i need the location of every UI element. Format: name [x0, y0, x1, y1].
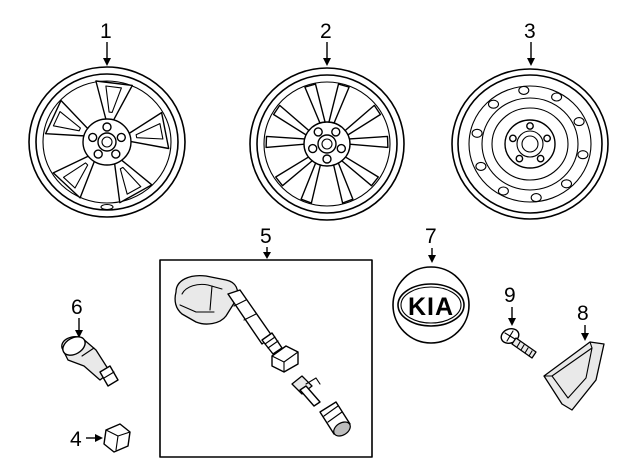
center-cap: KIA — [392, 266, 470, 344]
wheel-1-spoke-slot — [52, 111, 81, 132]
wheel-1-spoke — [113, 158, 153, 204]
wheel-3-vent-hole — [530, 193, 542, 203]
wheel-2-spoke — [328, 83, 350, 125]
wheel-2 — [249, 67, 405, 221]
wheel-2-spoke — [343, 104, 382, 137]
callout-4: 4 — [70, 428, 103, 451]
callout-label-2: 2 — [320, 20, 332, 43]
trim-piece — [543, 341, 605, 411]
wheel-3-lug-hole — [536, 154, 545, 163]
wheel-3-vent-hole — [497, 186, 509, 196]
wheel-1-lug-hole — [116, 132, 127, 143]
wheel-2-spoke — [304, 83, 326, 125]
wheel-1-spoke-slot — [135, 123, 164, 140]
callout-9: 9 — [504, 284, 516, 326]
wheel-3-lug-hole — [543, 134, 551, 143]
wheel-3-lug-hole — [515, 154, 524, 163]
wheel-3-vent-hole — [577, 150, 589, 160]
valve-cap — [103, 423, 131, 453]
tpms-valve-cap — [319, 401, 351, 437]
wheel-3-vent-hole — [573, 117, 585, 127]
callout-label-7: 7 — [425, 225, 437, 248]
wheel-1-lug-hole — [87, 132, 98, 143]
wheel-1-lug-hole — [111, 149, 121, 159]
wheel-3 — [451, 68, 609, 220]
wheel-2-spoke — [346, 135, 389, 149]
callout-label-1: 1 — [100, 20, 112, 43]
wheel-3-lug-hole — [509, 134, 517, 143]
wheel-3-vent-hole — [518, 85, 530, 95]
wheel-1 — [28, 66, 186, 218]
tpms-sensor — [174, 274, 283, 355]
callout-8: 8 — [577, 302, 589, 341]
callout-label-3: 3 — [524, 20, 536, 43]
wheel-3-vent-hole — [471, 128, 483, 138]
wheel-3-lug-hole — [526, 122, 534, 130]
wheel-1-spoke — [44, 99, 90, 137]
wheel-2-spoke — [265, 135, 308, 149]
callout-label-6: 6 — [71, 296, 83, 319]
callout-label-9: 9 — [504, 284, 516, 307]
wheel-3-vent-hole — [560, 179, 573, 189]
callout-label-8: 8 — [577, 302, 589, 325]
valve-stem — [61, 336, 119, 387]
wheel-1-lug-hole — [102, 122, 112, 132]
wheel-2-lug-hole — [322, 154, 332, 164]
callout-label-5: 5 — [260, 225, 272, 248]
wheel-3-vent-hole — [487, 99, 500, 109]
callout-6: 6 — [71, 296, 83, 338]
callout-5: 5 — [260, 225, 272, 259]
wheel-3-vent-hole — [551, 92, 563, 102]
wheel-1-spoke-slot — [119, 166, 142, 195]
wheel-3-vent-hole — [475, 161, 487, 171]
wheel-1-spoke — [126, 111, 170, 150]
callout-7: 7 — [425, 225, 437, 263]
callout-2: 2 — [320, 20, 332, 66]
tpms-valve-core — [291, 375, 321, 407]
callout-1: 1 — [100, 20, 112, 66]
wheel-1-spoke-slot — [105, 85, 122, 113]
screw — [500, 328, 537, 359]
tpms-kit-frame — [159, 259, 373, 458]
wheel-2-lug-hole — [336, 143, 346, 154]
wheel-1-spoke-slot — [62, 162, 89, 189]
wheel-1-lug-hole — [93, 149, 103, 159]
tpms-nut — [271, 345, 299, 373]
callout-label-4: 4 — [70, 428, 82, 451]
wheel-2-lug-hole — [331, 127, 341, 137]
wheel-2-lug-hole — [308, 143, 318, 154]
wheel-2-spoke — [272, 104, 311, 137]
callout-3: 3 — [524, 20, 536, 66]
wheel-2-lug-hole — [313, 127, 323, 137]
kia-logo: KIA — [408, 293, 454, 321]
